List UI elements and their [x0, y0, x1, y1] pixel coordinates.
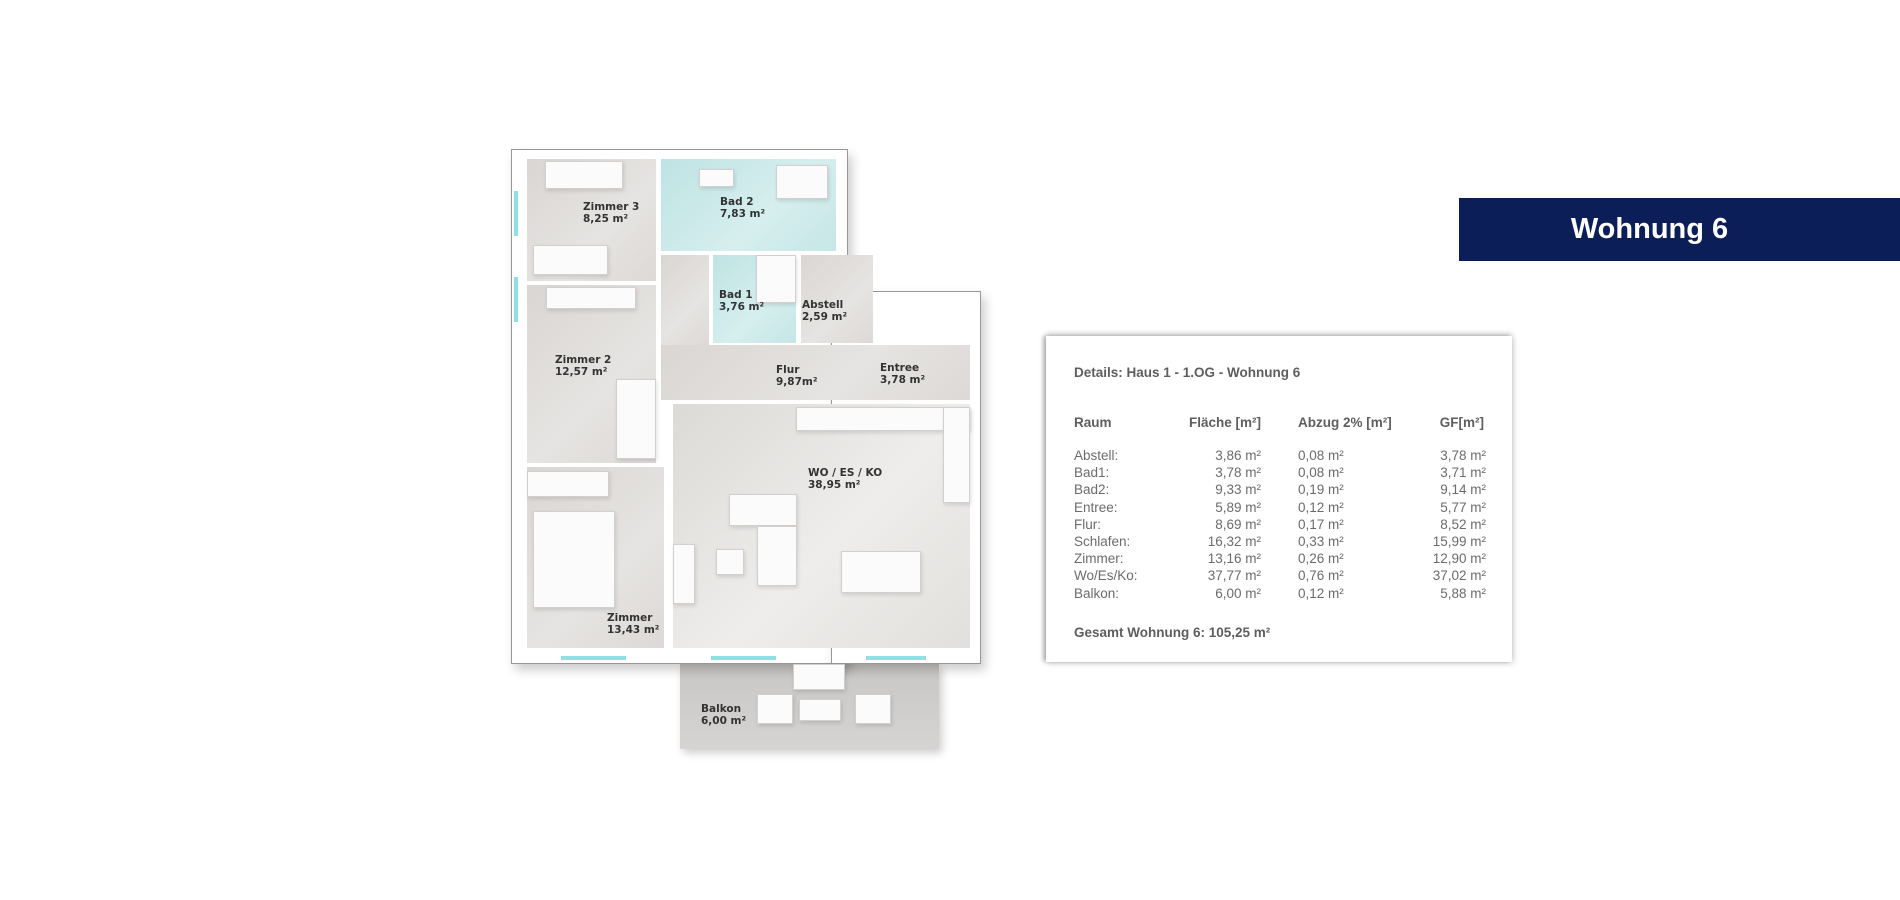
cell-gf: 3,78 m²	[1440, 448, 1486, 463]
room-flur-entree	[661, 345, 970, 400]
room-living	[673, 404, 970, 648]
window	[866, 656, 926, 660]
balcony-table	[799, 699, 841, 721]
table-row: Wo/Es/Ko: 37,77 m² 0,76 m² 37,02 m²	[1046, 568, 1512, 585]
wardrobe	[527, 471, 609, 497]
table-row: Flur: 8,69 m² 0,17 m² 8,52 m²	[1046, 517, 1512, 534]
dining-table	[841, 551, 921, 593]
cell-gf: 12,90 m²	[1432, 551, 1486, 567]
sofa	[757, 526, 797, 586]
cell-room: Wo/Es/Ko:	[1074, 568, 1138, 584]
sink	[699, 169, 734, 187]
sofa	[545, 161, 623, 189]
cell-deduction: 0,08 m²	[1298, 448, 1344, 463]
cell-deduction: 0,33 m²	[1298, 534, 1344, 549]
balcony-bench	[793, 664, 845, 690]
cell-area: 3,78 m²	[1215, 465, 1261, 481]
table-row: Bad2: 9,33 m² 0,19 m² 9,14 m²	[1046, 482, 1512, 499]
cell-deduction: 0,26 m²	[1298, 551, 1344, 567]
table-row: Schlafen: 16,32 m² 0,33 m² 15,99 m²	[1046, 534, 1512, 551]
cell-area: 13,16 m²	[1207, 551, 1261, 567]
window	[514, 191, 518, 236]
cell-deduction: 0,17 m²	[1298, 516, 1344, 532]
cell-area: 5,89 m²	[1215, 499, 1261, 515]
cell-room: Schlafen:	[1074, 534, 1131, 549]
cell-room: Flur:	[1074, 516, 1101, 532]
column-header-area: Fläche [m²]	[1188, 415, 1261, 430]
total-area: Gesamt Wohnung 6: 105,25 m²	[1074, 625, 1271, 640]
window	[514, 277, 518, 322]
cell-area: 9,33 m²	[1215, 482, 1261, 498]
sideboard	[673, 544, 695, 604]
cell-room: Abstell:	[1074, 448, 1119, 463]
column-header-room: Raum	[1074, 415, 1112, 430]
single-bed	[616, 379, 656, 459]
apartment-title: Wohnung 6	[1570, 213, 1729, 245]
table-row: Abstell: 3,86 m² 0,08 m² 3,78 m²	[1046, 448, 1512, 465]
details-card: Details: Haus 1 - 1.OG - Wohnung 6 Raum …	[1046, 336, 1512, 662]
cell-area: 16,32 m²	[1207, 534, 1261, 549]
cell-deduction: 0,76 m²	[1298, 568, 1344, 584]
cell-area: 8,69 m²	[1215, 516, 1261, 532]
apartment-title-banner: Wohnung 6	[1459, 198, 1900, 261]
cell-room: Bad2:	[1074, 482, 1110, 498]
cell-room: Bad1:	[1074, 465, 1110, 481]
table-header: Raum Fläche [m²] Abzug 2% [m²] GF[m²]	[1046, 415, 1512, 432]
table-row: Balkon: 6,00 m² 0,12 m² 5,88 m²	[1046, 586, 1512, 603]
coffee-table	[716, 549, 744, 575]
cell-gf: 37,02 m²	[1432, 568, 1486, 584]
cell-deduction: 0,08 m²	[1298, 465, 1344, 481]
shelf	[546, 287, 636, 309]
details-heading: Details: Haus 1 - 1.OG - Wohnung 6	[1074, 365, 1301, 380]
hall-upper	[661, 255, 709, 345]
window	[711, 656, 776, 660]
cell-area: 37,77 m²	[1207, 568, 1261, 584]
balcony-chair	[855, 694, 891, 724]
room-abstell	[801, 255, 873, 343]
cell-gf: 8,52 m²	[1440, 516, 1486, 532]
cell-gf: 5,88 m²	[1440, 585, 1486, 601]
kitchen-counter	[943, 407, 970, 503]
window	[561, 656, 626, 660]
sofa	[729, 494, 797, 526]
double-bed	[533, 511, 615, 608]
shower	[776, 165, 828, 199]
shower	[756, 255, 796, 303]
table-row: Bad1: 3,78 m² 0,08 m² 3,71 m²	[1046, 465, 1512, 482]
column-header-deduction: Abzug 2% [m²]	[1298, 415, 1392, 430]
cell-area: 6,00 m²	[1215, 585, 1261, 601]
cell-room: Balkon:	[1074, 585, 1120, 601]
cell-room: Entree:	[1074, 499, 1118, 515]
table-row: Entree: 5,89 m² 0,12 m² 5,77 m²	[1046, 500, 1512, 517]
cell-gf: 3,71 m²	[1440, 465, 1486, 481]
table-row: Zimmer: 13,16 m² 0,26 m² 12,90 m²	[1046, 551, 1512, 568]
kitchen-counter	[796, 407, 970, 431]
cell-gf: 15,99 m²	[1432, 534, 1486, 549]
cell-gf: 5,77 m²	[1440, 499, 1486, 515]
column-header-gf: GF[m²]	[1439, 415, 1484, 430]
cell-deduction: 0,12 m²	[1298, 585, 1344, 601]
desk	[533, 245, 608, 275]
cell-deduction: 0,19 m²	[1298, 482, 1344, 498]
cell-deduction: 0,12 m²	[1298, 499, 1344, 515]
cell-area: 3,86 m²	[1215, 448, 1261, 463]
balcony-chair	[757, 694, 793, 724]
cell-gf: 9,14 m²	[1440, 482, 1486, 498]
cell-room: Zimmer:	[1074, 551, 1124, 567]
